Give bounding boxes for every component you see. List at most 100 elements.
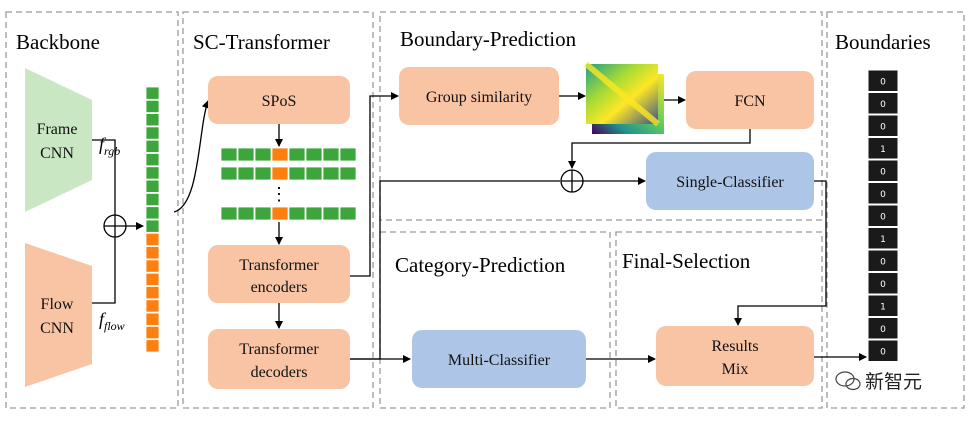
token-cell bbox=[322, 206, 340, 221]
sc-transformer-title: SC-Transformer bbox=[193, 30, 330, 54]
boundary-value: 1 bbox=[880, 235, 886, 245]
feature-cell bbox=[145, 286, 160, 300]
encoders-label-2: encoders bbox=[251, 279, 308, 296]
frame-to-sum-line bbox=[92, 139, 116, 215]
token-cell bbox=[220, 147, 238, 162]
feature-cell bbox=[145, 206, 160, 220]
boundary-cell bbox=[867, 159, 899, 182]
single-classifier-box bbox=[646, 152, 814, 210]
boundary-value: 0 bbox=[880, 100, 886, 110]
encoders-label-1: Transformer bbox=[239, 257, 319, 274]
boundary-prediction-section bbox=[379, 11, 823, 221]
boundary-sum-node bbox=[560, 169, 584, 193]
decoders-label-1: Transformer bbox=[239, 341, 319, 358]
token-rows bbox=[220, 147, 357, 221]
token-cell bbox=[339, 206, 357, 221]
token-cell bbox=[254, 166, 272, 181]
feature-cell bbox=[145, 86, 160, 100]
flow-cnn-label-1: Flow bbox=[41, 296, 74, 313]
boundary-cell bbox=[867, 294, 899, 317]
spos-box bbox=[208, 76, 350, 124]
token-cell bbox=[305, 166, 323, 181]
feature-cell bbox=[145, 99, 160, 114]
group-similarity-box bbox=[399, 67, 559, 125]
token-cell bbox=[237, 147, 255, 162]
boundary-prediction-title: Boundary-Prediction bbox=[400, 27, 577, 51]
boundary-value: 0 bbox=[880, 78, 886, 88]
feature-cell bbox=[145, 166, 160, 180]
token-cell bbox=[305, 206, 323, 221]
token-cell bbox=[220, 166, 238, 181]
feature-cell bbox=[145, 139, 160, 153]
f-rgb-label: frgb bbox=[99, 134, 120, 158]
feature-cell bbox=[145, 232, 160, 247]
sc-transformer-section bbox=[182, 11, 374, 409]
decoders-box bbox=[208, 329, 350, 389]
wechat-icon bbox=[835, 371, 861, 391]
token-cell bbox=[288, 166, 306, 181]
feature-cell bbox=[145, 259, 160, 273]
boundary-cell bbox=[867, 137, 899, 160]
token-cell bbox=[271, 206, 289, 221]
feature-cell bbox=[145, 113, 160, 127]
feature-cell bbox=[145, 339, 160, 353]
boundary-value: 0 bbox=[880, 213, 886, 223]
fcn-label: FCN bbox=[734, 93, 766, 110]
token-cell bbox=[220, 206, 238, 221]
similarity-heatmap bbox=[584, 61, 664, 134]
feature-cell bbox=[145, 126, 160, 140]
token-cell bbox=[322, 166, 340, 181]
multi-classifier-box bbox=[412, 330, 586, 388]
boundary-cell bbox=[867, 114, 899, 137]
multi-classifier-label: Multi-Classifier bbox=[448, 352, 551, 369]
boundary-cell bbox=[867, 317, 899, 340]
frame-cnn-label-1: Frame bbox=[37, 121, 78, 138]
frame-cnn-block bbox=[25, 68, 92, 212]
token-cell bbox=[254, 206, 272, 221]
token-cell bbox=[237, 206, 255, 221]
boundary-value: 0 bbox=[880, 280, 886, 290]
flow-cnn-label-2: CNN bbox=[40, 320, 74, 337]
single-to-results-arrow bbox=[734, 180, 827, 326]
single-classifier-label: Single-Classifier bbox=[676, 174, 784, 191]
token-cell bbox=[288, 206, 306, 221]
token-cell bbox=[271, 166, 289, 181]
token-cell bbox=[339, 166, 357, 181]
backbone-title: Backbone bbox=[16, 30, 100, 54]
frame-cnn-label-2: CNN bbox=[40, 145, 74, 162]
boundaries-title: Boundaries bbox=[835, 30, 931, 54]
features-to-spos-arrow bbox=[173, 100, 210, 213]
token-cell bbox=[237, 166, 255, 181]
encoders-box bbox=[208, 245, 350, 303]
boundary-value: 0 bbox=[880, 190, 886, 200]
boundary-value: 0 bbox=[880, 168, 886, 178]
feature-cell bbox=[145, 272, 160, 286]
feature-cell bbox=[145, 246, 160, 260]
final-selection-section bbox=[615, 231, 823, 409]
results-mix-box bbox=[656, 326, 814, 386]
boundary-value: 1 bbox=[880, 303, 886, 313]
flow-to-sum-line bbox=[92, 236, 116, 304]
watermark-text: 新智元 bbox=[865, 371, 922, 393]
feature-cell bbox=[145, 153, 160, 167]
feature-cell bbox=[145, 192, 160, 207]
token-cell bbox=[322, 147, 340, 162]
boundary-cell bbox=[867, 204, 899, 227]
token-cell bbox=[271, 147, 289, 162]
token-cell bbox=[339, 147, 357, 162]
boundary-value: 0 bbox=[880, 325, 886, 335]
boundary-cell bbox=[867, 227, 899, 250]
token-ellipsis: ⋮ bbox=[270, 184, 288, 204]
token-cell bbox=[305, 147, 323, 162]
feature-cell bbox=[145, 312, 160, 326]
boundaries-section bbox=[826, 11, 965, 409]
boundary-value: 0 bbox=[880, 348, 886, 358]
decoders-label-2: decoders bbox=[251, 364, 308, 381]
fcn-box bbox=[686, 71, 814, 129]
token-cell bbox=[288, 147, 306, 162]
boundary-value: 0 bbox=[880, 258, 886, 268]
boundary-cell bbox=[867, 182, 899, 205]
